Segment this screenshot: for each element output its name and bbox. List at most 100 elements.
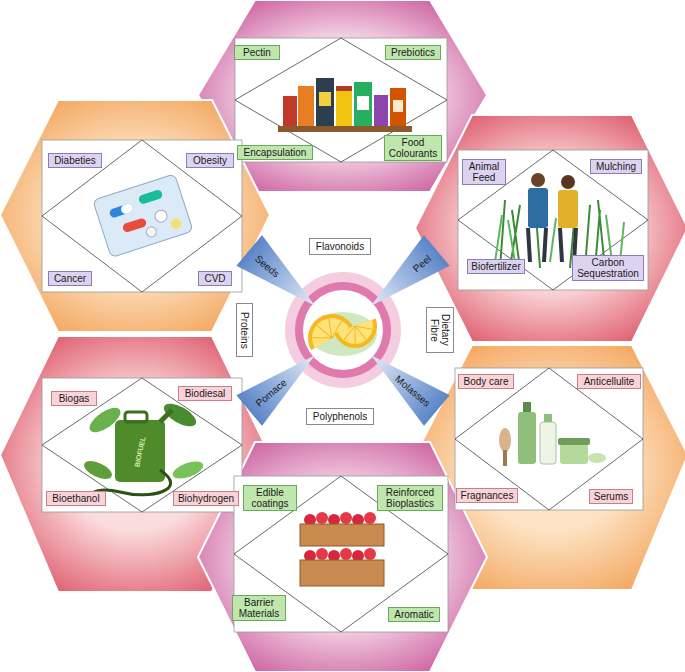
panel-diamond (42, 140, 242, 292)
bottle (518, 412, 536, 464)
slice-rind (334, 318, 383, 354)
jar-lid (558, 438, 590, 445)
person-body (558, 190, 578, 228)
node-text: Polyphenols (313, 411, 367, 422)
application-box: Mulching (590, 159, 642, 174)
application-box: CVD (198, 271, 232, 286)
application-box: Carbon Sequestration (572, 255, 644, 281)
leaf (171, 458, 206, 482)
node-text: Fragnances (461, 490, 514, 501)
bottle-cap (544, 414, 552, 422)
node-text: CVD (204, 273, 225, 284)
panel-diamond (235, 38, 447, 162)
hexagon-agriculture (415, 115, 685, 342)
panel-box (42, 140, 242, 292)
can-label (319, 92, 331, 106)
slice-segments (341, 321, 375, 347)
application-box: Flavonoids (309, 238, 371, 255)
brush (499, 428, 511, 452)
capsule-half (120, 203, 134, 215)
compound-box: Dietary Fibre (426, 307, 454, 353)
application-box: Encapsulation (237, 145, 313, 160)
node-text: Carbon Sequestration (576, 257, 640, 279)
node-text: Biofertilizer (471, 261, 520, 272)
can-handle (125, 412, 147, 422)
node-text: Edible coatings (247, 487, 293, 509)
application-box: Aromatic (388, 607, 440, 622)
application-box: Biohydrogen (173, 491, 239, 506)
panel-box (455, 368, 643, 510)
orange-slice (334, 318, 383, 354)
node-text: Flavonoids (316, 241, 364, 252)
application-box: Biofertilizer (467, 259, 525, 274)
application-box: Cancer (48, 271, 92, 286)
capsule (138, 189, 164, 205)
node-text: Serums (594, 491, 628, 502)
application-box: Fragnances (456, 488, 518, 503)
compound-box: Proteins (236, 303, 253, 357)
slice-flesh (338, 320, 378, 349)
node-text: Dietary Fibre (429, 312, 451, 348)
jar (390, 88, 406, 126)
application-box: Prebiotics (385, 45, 441, 60)
food-products-illustration (278, 78, 412, 132)
application-box: Polyphenols (306, 408, 374, 425)
node-text: Proteins (239, 312, 250, 349)
pills-illustration (93, 174, 193, 258)
jar (374, 95, 388, 126)
node-text: Prebiotics (391, 47, 435, 58)
bottle-pump (523, 402, 531, 412)
node-text: Food Colourants (388, 137, 438, 159)
capsule (122, 217, 148, 233)
strawberry (316, 512, 328, 524)
strawberry (364, 548, 376, 560)
bottle (540, 422, 556, 464)
can-label (357, 96, 369, 110)
panel-box (235, 38, 447, 162)
node-text: Bioethanol (52, 493, 99, 504)
panel-box (42, 378, 242, 512)
node-text: Biogas (59, 393, 90, 404)
application-box: Pectin (234, 45, 280, 60)
jar (560, 444, 588, 464)
inner-disc (303, 290, 383, 370)
cucumber-slice (588, 453, 606, 463)
node-text: Diabeties (54, 155, 96, 166)
can (354, 82, 372, 126)
node-text: Pectin (243, 47, 271, 58)
jar (298, 86, 314, 126)
application-box: Anticellulite (577, 374, 641, 389)
application-box: Food Colourants (384, 135, 442, 161)
jar (336, 90, 352, 126)
application-box: Body care (458, 374, 514, 389)
leaf (81, 457, 114, 482)
can (316, 78, 334, 126)
jerry-can (115, 420, 165, 482)
application-box: Animal Feed (462, 159, 506, 185)
application-box: Reinforced Bioplastics (377, 485, 443, 511)
biofuel-illustration (81, 399, 205, 505)
tablet (170, 218, 183, 231)
node-text: Reinforced Bioplastics (381, 487, 439, 509)
jar-label (393, 100, 403, 112)
farmers-illustration (495, 173, 624, 268)
person-head (531, 173, 545, 187)
strawberry (340, 548, 352, 560)
strawberry (340, 512, 352, 524)
strawberry-packaging-illustration (300, 512, 384, 586)
panel-box (234, 476, 448, 632)
panel-diamond (455, 368, 643, 510)
panel-diamond (458, 150, 648, 290)
can-spout (160, 410, 172, 422)
application-box: Barrier Materials (232, 595, 286, 621)
node-text: Encapsulation (244, 147, 307, 158)
tablet (145, 226, 158, 239)
node-text: Barrier Materials (236, 597, 282, 619)
panel-box (458, 150, 648, 290)
application-box: Biogas (51, 391, 97, 406)
tablet (153, 209, 168, 224)
leaf (160, 399, 199, 431)
capsule (109, 203, 135, 219)
